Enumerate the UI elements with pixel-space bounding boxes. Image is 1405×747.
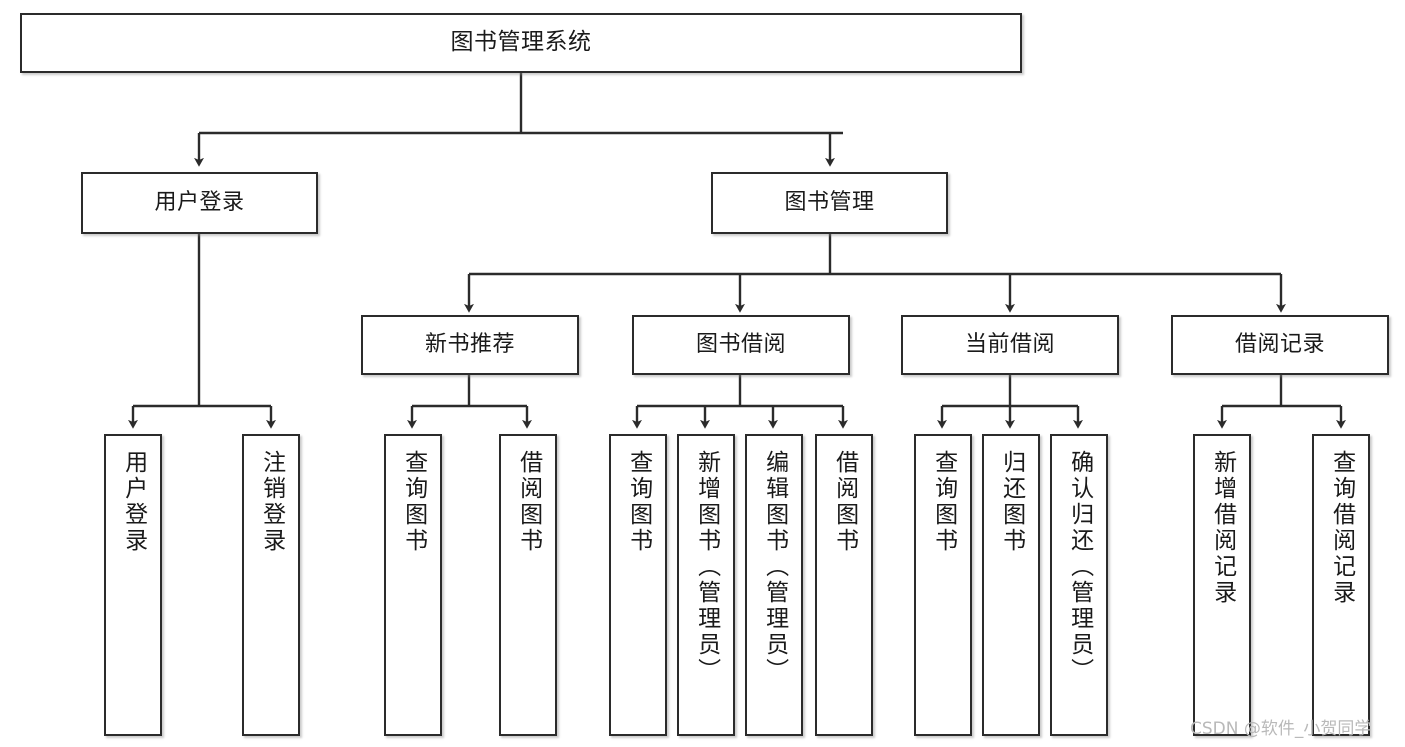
- leaf-query-books-current[interactable]: 查询图书: [914, 434, 972, 736]
- leaf-query-borrow-record[interactable]: 查询借阅记录: [1312, 434, 1370, 736]
- node-label: 查询图书: [400, 450, 427, 554]
- leaf-borrow-books-recommend[interactable]: 借阅图书: [499, 434, 557, 736]
- leaf-borrow-books[interactable]: 借阅图书: [815, 434, 873, 736]
- node-label: 当前借阅: [964, 332, 1055, 358]
- node-label: 用户登录: [154, 190, 245, 216]
- csdn-watermark: CSDN @软件_小贺同学: [1190, 719, 1372, 739]
- node-book-management[interactable]: 图书管理: [711, 172, 948, 234]
- node-label: 新书推荐: [424, 332, 515, 358]
- leaf-add-book-admin[interactable]: 新增图书（管理员）: [677, 434, 735, 736]
- node-label: 查询图书: [625, 450, 652, 554]
- node-label: 用户登录: [120, 450, 147, 554]
- node-user-login[interactable]: 用户登录: [81, 172, 318, 234]
- node-label: 图书借阅: [695, 332, 786, 358]
- leaf-add-borrow-record[interactable]: 新增借阅记录: [1193, 434, 1251, 736]
- node-current-borrow[interactable]: 当前借阅: [901, 315, 1119, 375]
- node-label: 新增借阅记录: [1209, 450, 1236, 606]
- node-book-borrow[interactable]: 图书借阅: [632, 315, 850, 375]
- node-label: 查询图书: [930, 450, 957, 554]
- node-label: 图书管理: [784, 190, 875, 216]
- node-borrow-record[interactable]: 借阅记录: [1171, 315, 1389, 375]
- leaf-query-books-borrow[interactable]: 查询图书: [609, 434, 667, 736]
- node-label: 编辑图书（管理员）: [761, 450, 788, 684]
- leaf-query-books-recommend[interactable]: 查询图书: [384, 434, 442, 736]
- leaf-confirm-return-admin[interactable]: 确认归还（管理员）: [1050, 434, 1108, 736]
- leaf-logout[interactable]: 注销登录: [242, 434, 300, 736]
- node-new-book-recommend[interactable]: 新书推荐: [361, 315, 579, 375]
- node-label: 图书管理系统: [450, 29, 592, 56]
- node-label: 确认归还（管理员）: [1066, 450, 1093, 684]
- node-root-book-management-system[interactable]: 图书管理系统: [20, 13, 1022, 73]
- node-label: 借阅图书: [831, 450, 858, 554]
- node-label: 查询借阅记录: [1328, 450, 1355, 606]
- node-label: 借阅图书: [515, 450, 542, 554]
- node-label: 借阅记录: [1234, 332, 1325, 358]
- node-label: 归还图书: [998, 450, 1025, 554]
- leaf-edit-book-admin[interactable]: 编辑图书（管理员）: [745, 434, 803, 736]
- leaf-user-login[interactable]: 用户登录: [104, 434, 162, 736]
- leaf-return-books[interactable]: 归还图书: [982, 434, 1040, 736]
- node-label: 新增图书（管理员）: [693, 450, 720, 684]
- node-label: 注销登录: [258, 450, 285, 554]
